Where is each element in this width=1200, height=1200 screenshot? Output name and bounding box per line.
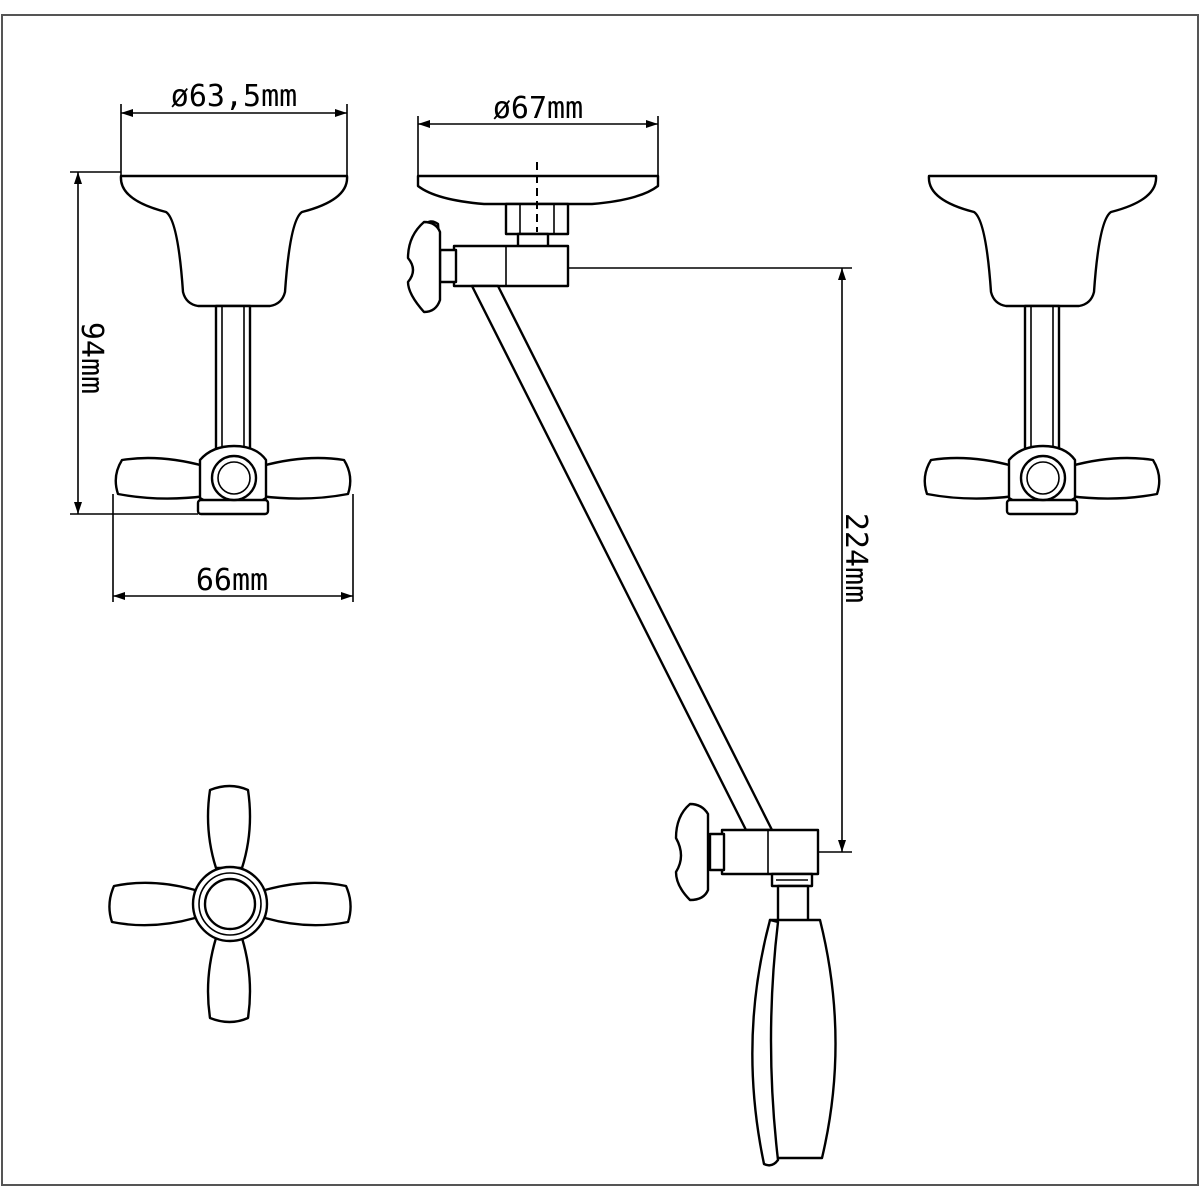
- dimension-valve-flange: ø63,5mm: [120, 79, 348, 176]
- valve-side-view: [923, 174, 1161, 516]
- handle-width-label: 66mm: [196, 563, 268, 598]
- dimension-arm-drop: 224mm: [568, 267, 873, 853]
- shower-arm-assembly: [406, 162, 837, 1167]
- dimension-handle-width: 66mm: [112, 494, 354, 602]
- dimension-valve-height: 94mm: [70, 171, 198, 515]
- dimension-arm-flange: ø67mm: [417, 91, 659, 176]
- valve-side-view-dimensioned: [114, 174, 352, 516]
- valve-height-label: 94mm: [74, 322, 109, 394]
- valve-flange-diameter-label: ø63,5mm: [171, 79, 297, 114]
- arm-flange-diameter-label: ø67mm: [493, 91, 583, 126]
- drawing-frame: [1, 14, 1199, 1186]
- cross-handle-top-view: [108, 784, 352, 1024]
- arm-drop-label: 224mm: [838, 513, 873, 603]
